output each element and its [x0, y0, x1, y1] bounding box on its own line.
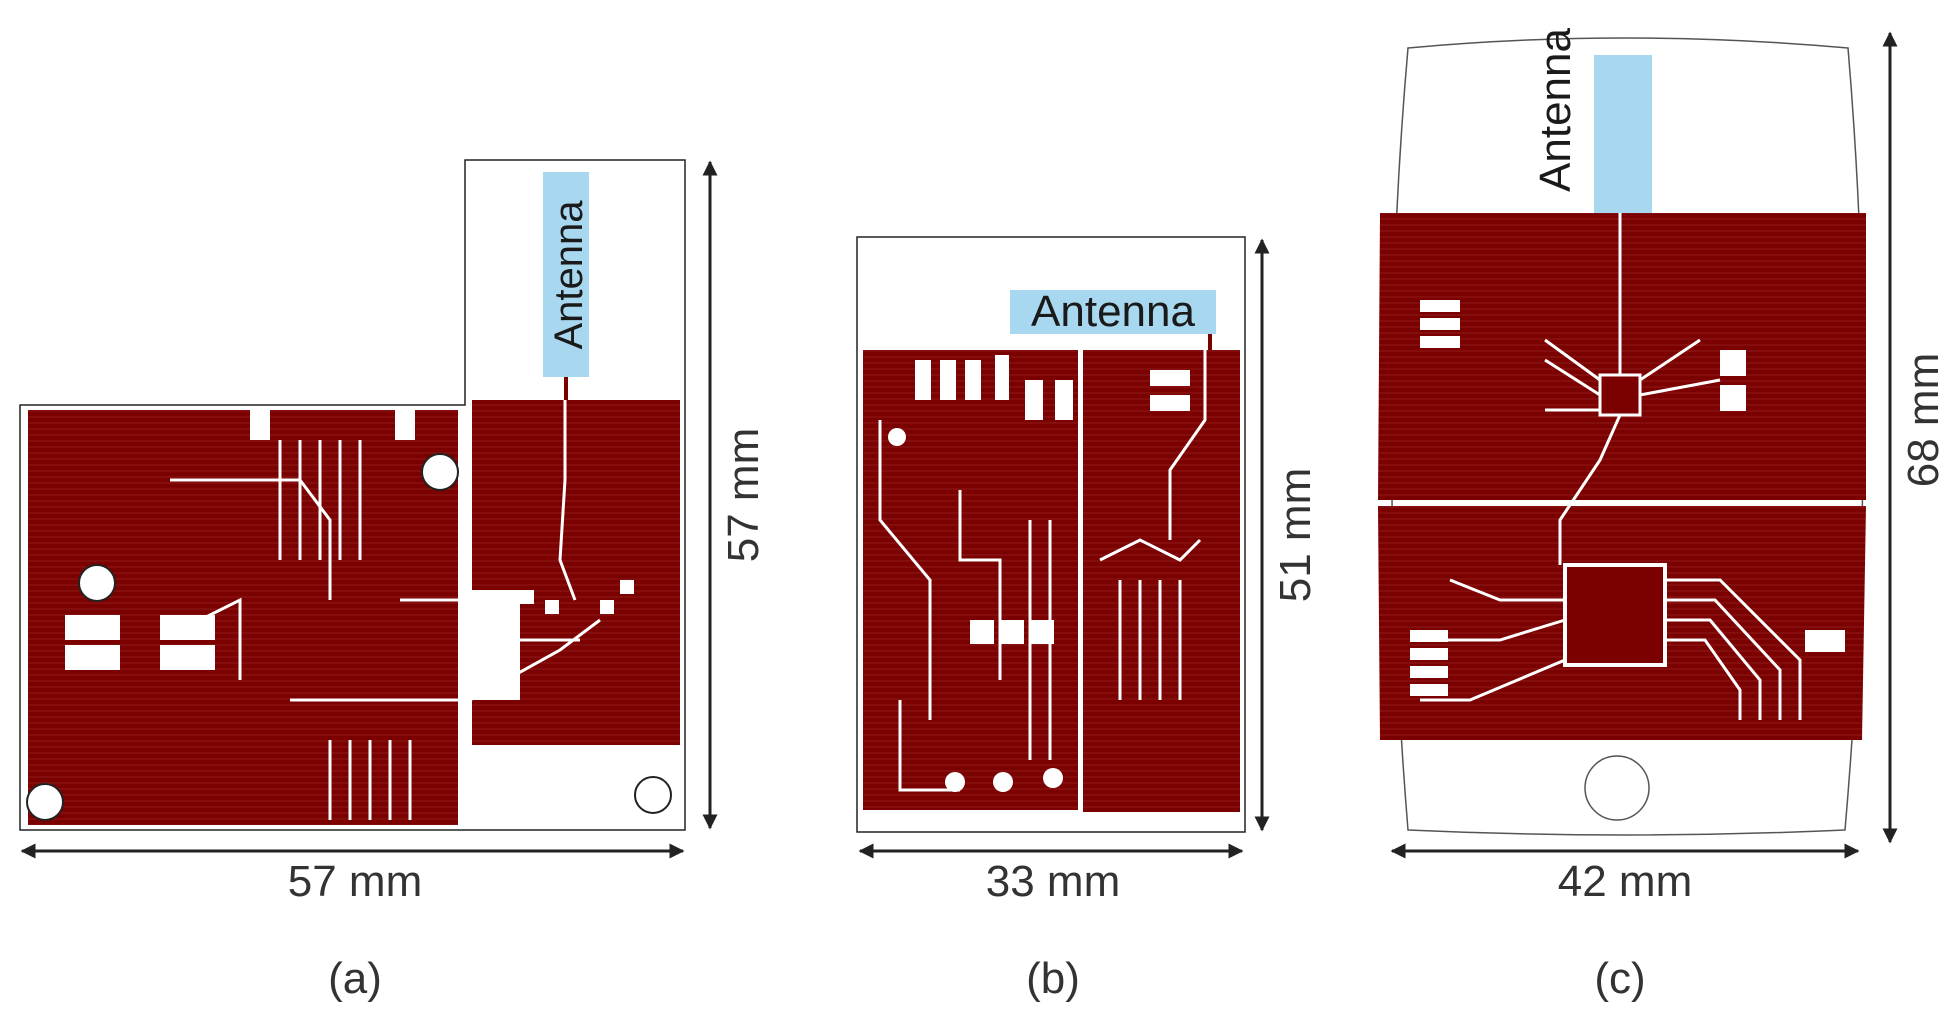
pcb-c-copper-upper: [1378, 213, 1866, 500]
width-label-a: 57 mm: [288, 857, 422, 906]
pcb-b-via: [945, 772, 965, 792]
caption-b: (b): [1026, 954, 1080, 1003]
pcb-a-traces: [170, 400, 601, 820]
antenna-c-element: [1594, 55, 1652, 213]
caption-a: (a): [328, 954, 382, 1003]
pcb-a-mount-hole: [421, 453, 459, 491]
antenna-a-element: [543, 172, 589, 377]
pcb-a-mount-hole: [26, 783, 64, 821]
panel-c: Antenna 42 mm 68 mm (c): [1378, 28, 1948, 1003]
pcb-b-copper-left: [863, 350, 1078, 810]
pcb-a-mount-hole: [78, 564, 116, 602]
pcb-a-pads: [65, 410, 634, 670]
pcb-b-via: [888, 428, 906, 446]
height-label-b: 51 mm: [1271, 468, 1320, 602]
width-label-c: 42 mm: [1558, 857, 1692, 906]
height-label-a: 57 mm: [719, 428, 768, 562]
panel-b: Antenna 33 mm 51 mm (b): [856, 236, 1320, 1003]
pcb-c-traces: [1420, 213, 1802, 720]
pcb-c-chip: [1563, 563, 1667, 667]
pcb-c-pads: [1410, 300, 1845, 696]
pcb-a-mount-hole: [634, 776, 672, 814]
pcb-c-rf-chip: [1598, 373, 1642, 417]
pcb-b-pads: [915, 355, 1190, 644]
antenna-a-label: Antenna: [547, 200, 591, 350]
pcb-b-via: [1043, 768, 1063, 788]
height-label-c: 68 mm: [1899, 353, 1948, 487]
caption-c: (c): [1594, 954, 1645, 1003]
panel-a: Antenna 57 mm 57 mm (a): [19, 159, 768, 1003]
pcb-c-mount-hole: [1584, 755, 1650, 821]
antenna-b-element: [1010, 290, 1216, 334]
pcb-b-via: [993, 772, 1013, 792]
antenna-b-label: Antenna: [1031, 287, 1195, 336]
width-label-b: 33 mm: [986, 857, 1120, 906]
pcb-a-connector-notch: [460, 590, 520, 700]
antenna-c-label: Antenna: [1531, 28, 1580, 192]
